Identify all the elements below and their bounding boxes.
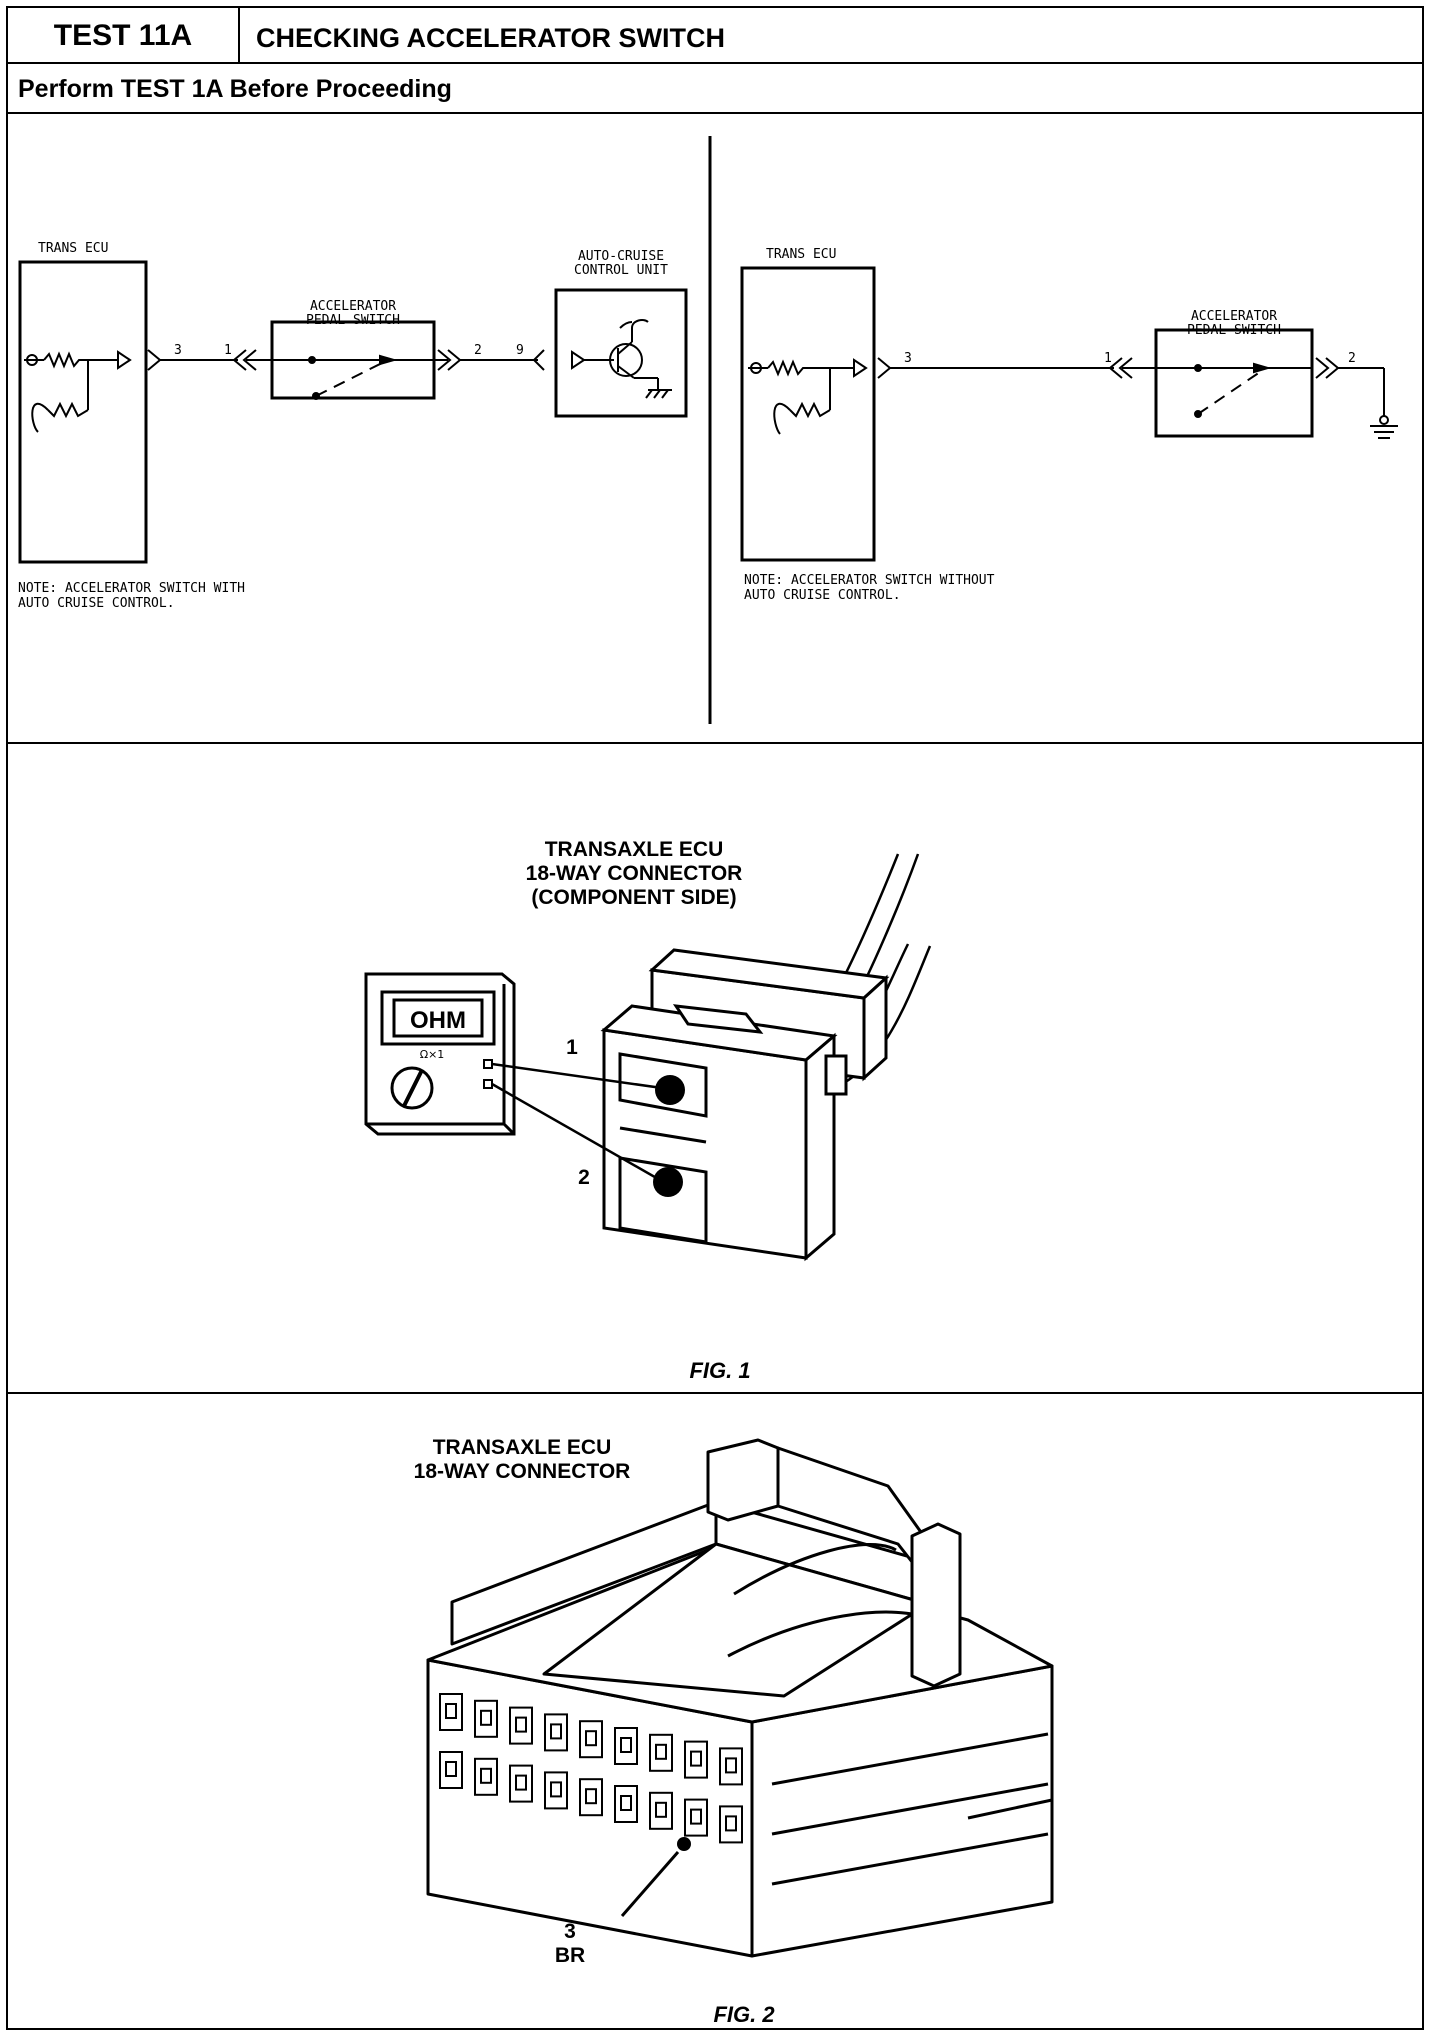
pin-cavity-contact [620, 1795, 632, 1811]
pin-cavity-contact [480, 1767, 492, 1784]
right-ecu-label: TRANS ECU [766, 247, 836, 262]
fig1-panel: TRANSAXLE ECU 18-WAY CONNECTOR (COMPONEN… [8, 744, 1422, 1394]
fig1-illustration: TRANSAXLE ECU 18-WAY CONNECTOR (COMPONEN… [364, 838, 932, 1383]
left-pin-switch-out: 2 [474, 343, 482, 358]
pin-cavity-contact [585, 1788, 597, 1805]
left-pin-cruise: 9 [516, 343, 524, 358]
test-id: TEST 11A [8, 8, 240, 64]
transaxle-connector [600, 948, 890, 1262]
left-ecu-label: TRANS ECU [38, 241, 108, 256]
pin-2-terminal [653, 1167, 683, 1197]
left-note-line-2: AUTO CRUISE CONTROL. [18, 596, 175, 611]
ohmmeter-icon [364, 972, 516, 1136]
fig2-wire-color: BR [555, 1944, 585, 1967]
left-pin-ecu: 3 [174, 343, 182, 358]
schematic-diagrams: TRANS ECU ACCELERATOR PEDAL SWITCH AUTO-… [18, 136, 1398, 724]
fig1-pin-2-label: 2 [578, 1166, 590, 1189]
meter-range-label: Ω×1 [420, 1048, 445, 1061]
schematic-panel: TRANS ECU ACCELERATOR PEDAL SWITCH AUTO-… [8, 114, 1422, 744]
pin-cavity-contact [655, 1743, 667, 1760]
pin-cavity-contact [690, 1808, 702, 1825]
fig1-caption: FIG. 1 [689, 1358, 750, 1383]
left-cruise-label-2: CONTROL UNIT [574, 263, 668, 278]
fig2-pin-label: 3 [564, 1920, 576, 1943]
header-row: TEST 11A CHECKING ACCELERATOR SWITCH [8, 8, 1422, 64]
right-switch-label-1: ACCELERATOR [1191, 309, 1277, 324]
left-switch-label-2: PEDAL SWITCH [306, 313, 400, 328]
left-pin-switch-in: 1 [224, 343, 232, 358]
schematic-with-cruise [18, 260, 688, 564]
connector-18way [426, 1438, 1054, 1958]
fig1-title-line-1: TRANSAXLE ECU [545, 838, 724, 861]
prerequisite-note: Perform TEST 1A Before Proceeding [8, 64, 1422, 114]
right-note-line-1: NOTE: ACCELERATOR SWITCH WITHOUT [744, 573, 995, 588]
fig2-panel: TRANSAXLE ECU 18-WAY CONNECTOR [8, 1394, 1422, 2030]
pin-cavities [439, 1693, 743, 1844]
pin-1-terminal [655, 1075, 685, 1105]
trans-ecu-box [18, 260, 148, 564]
test-page: TEST 11A CHECKING ACCELERATOR SWITCH Per… [6, 6, 1424, 2030]
right-pin-ecu: 3 [904, 351, 912, 366]
pin-cavity-contact [585, 1730, 597, 1747]
pin-cavity-contact [515, 1774, 527, 1791]
left-note-line-1: NOTE: ACCELERATOR SWITCH WITH [18, 581, 245, 596]
pin-cavity-contact [445, 1761, 457, 1777]
left-switch-label-1: ACCELERATOR [310, 299, 396, 314]
right-pin-switch-out: 2 [1348, 351, 1356, 366]
pin-cavity-contact [725, 1815, 737, 1832]
pin-3-leader [620, 1851, 680, 1917]
pin-cavity-contact [445, 1703, 457, 1719]
pin-cavity-contact [550, 1781, 562, 1798]
accelerator-switch-box [1154, 328, 1314, 438]
pin-cavity-contact [655, 1801, 667, 1818]
fig2-caption: FIG. 2 [713, 2002, 775, 2027]
right-switch-label-2: PEDAL SWITCH [1187, 323, 1281, 338]
fig2-title-line-2: 18-WAY CONNECTOR [414, 1460, 631, 1483]
pin-cavity-contact [620, 1737, 632, 1753]
left-cruise-label-1: AUTO-CRUISE [578, 249, 664, 264]
pin-3-terminal [677, 1837, 691, 1851]
pin-cavity-contact [725, 1757, 737, 1774]
trans-ecu-box [740, 266, 876, 562]
fig1-pin-1-label: 1 [566, 1036, 578, 1059]
probe-leads [491, 1062, 663, 1182]
pin-cavity-contact [515, 1716, 527, 1733]
schematic-without-cruise [740, 266, 1398, 562]
page-title: CHECKING ACCELERATOR SWITCH [256, 23, 725, 53]
right-note-line-2: AUTO CRUISE CONTROL. [744, 588, 901, 603]
right-pin-switch-in: 1 [1104, 351, 1112, 366]
pin-cavity-contact [480, 1709, 492, 1726]
pin-cavity-contact [550, 1723, 562, 1740]
fig1-title-line-2: 18-WAY CONNECTOR [526, 862, 743, 885]
fig1-title-line-3: (COMPONENT SIDE) [531, 886, 736, 909]
auto-cruise-box [554, 288, 688, 418]
fig2-illustration: TRANSAXLE ECU 18-WAY CONNECTOR [414, 1436, 1054, 2027]
meter-display: OHM [410, 1007, 466, 1034]
fig2-title-line-1: TRANSAXLE ECU [433, 1436, 612, 1459]
pin-cavity-contact [690, 1750, 702, 1767]
